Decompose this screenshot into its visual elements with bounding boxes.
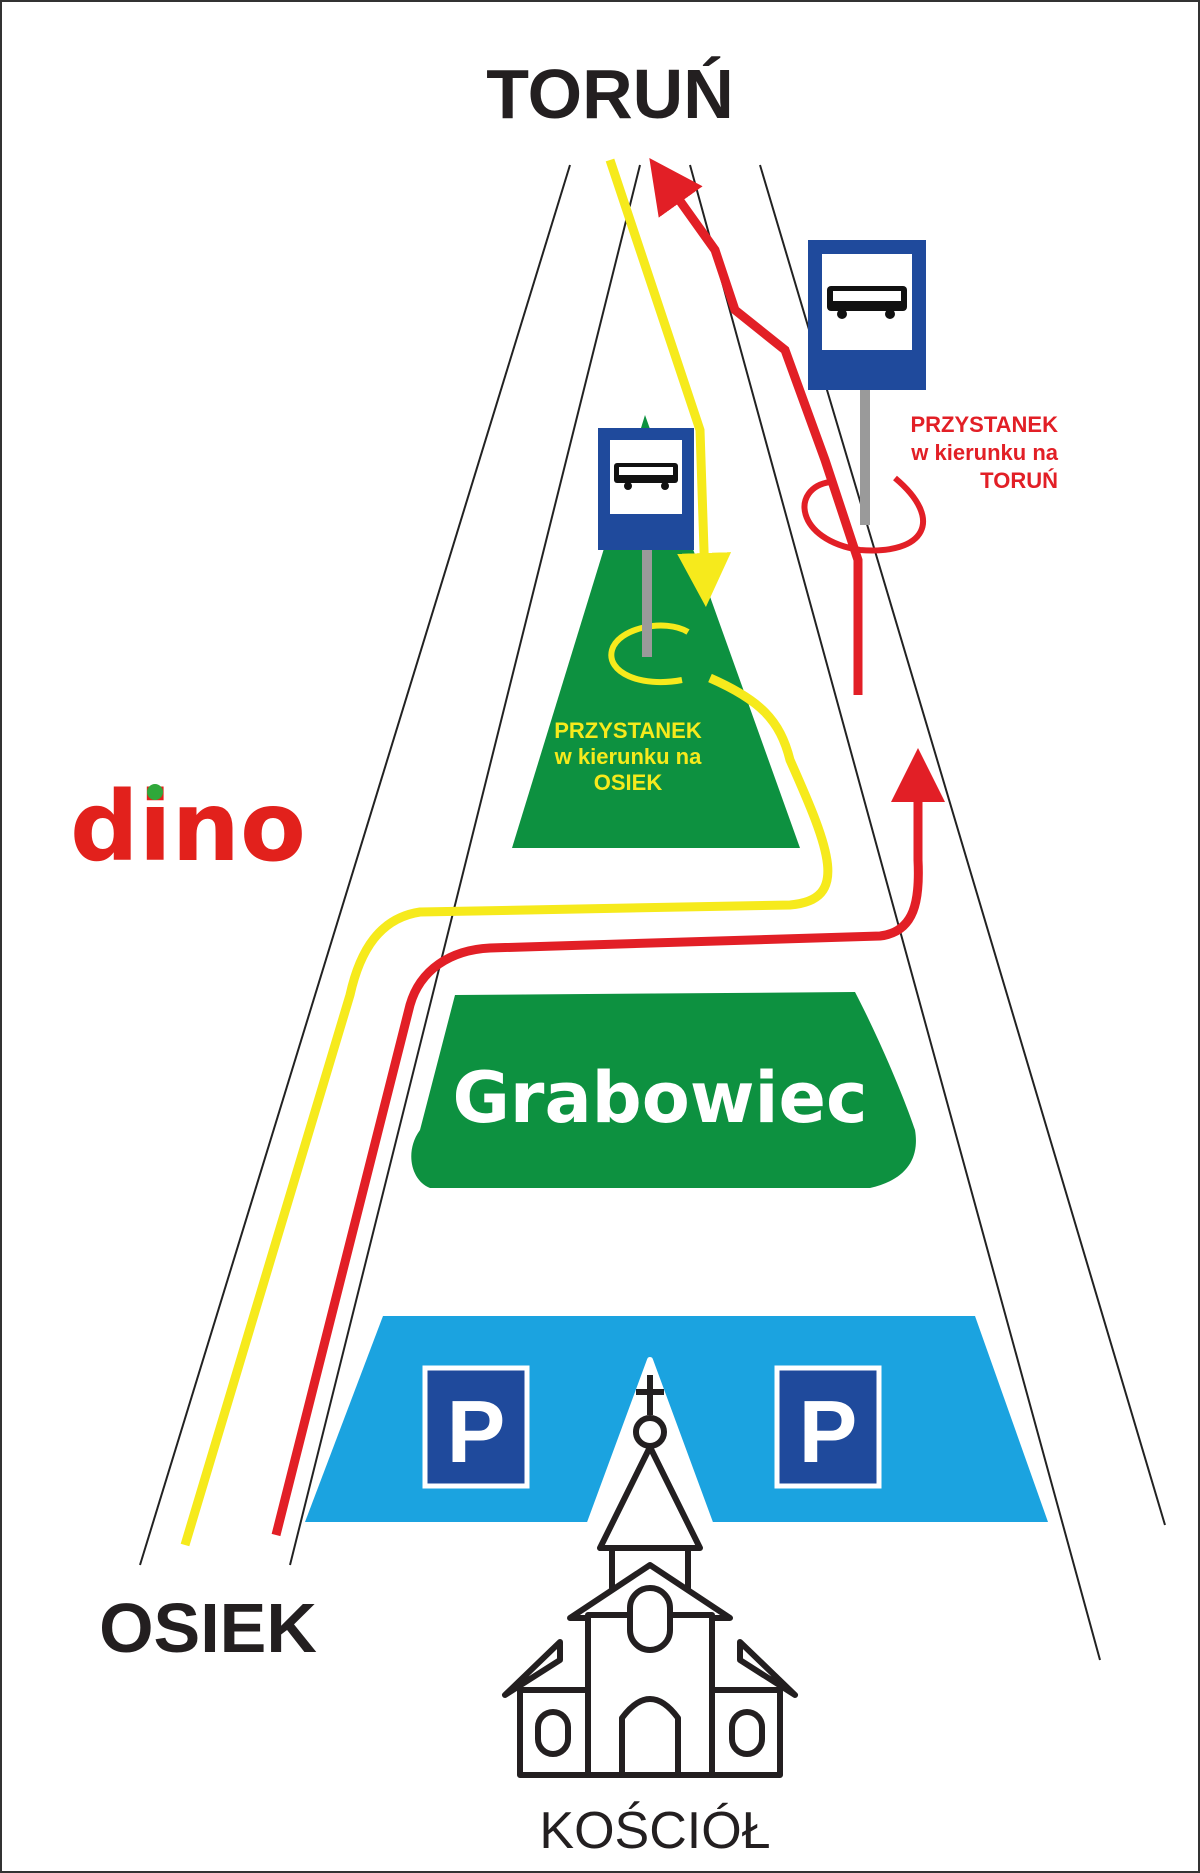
osiek-stop-line2: w kierunku na — [554, 744, 702, 769]
bus-icon-torun — [827, 286, 907, 319]
bus-stop-label-torun: PRZYSTANEK w kierunku na TORUŃ — [910, 412, 1058, 493]
road-edge-right-outer — [759, 164, 1166, 1526]
bus-icon-osiek — [614, 463, 678, 490]
place-name-kosciol: KOŚCIÓŁ — [539, 1801, 770, 1860]
village-name: Grabowiec — [452, 1057, 867, 1139]
torun-stop-line2: w kierunku na — [910, 440, 1058, 465]
dino-logo-text: dino — [70, 771, 306, 883]
church-icon — [502, 1357, 798, 1778]
parking-sign-right: P — [774, 1365, 882, 1489]
bus-stop-sign-osiek — [598, 428, 694, 657]
dino-logo: dino — [70, 771, 306, 883]
red-stop-circle — [801, 475, 926, 554]
road-edge-right-inner — [689, 164, 1101, 1661]
route-yellow-continue — [180, 673, 833, 1547]
route-red-upper — [649, 158, 863, 695]
osiek-stop-line1: PRZYSTANEK — [554, 718, 702, 743]
parking-sign-left: P — [422, 1365, 530, 1489]
road-edge-left-outer — [139, 164, 571, 1566]
bus-stop-island — [512, 415, 800, 848]
bus-stop-label-osiek: PRZYSTANEK w kierunku na OSIEK — [554, 718, 702, 795]
parking-symbol-right: P — [799, 1382, 858, 1481]
torun-stop-line1: PRZYSTANEK — [911, 412, 1059, 437]
torun-stop-line3: TORUŃ — [980, 468, 1058, 493]
bus-stop-sign-torun — [808, 240, 926, 525]
village-island — [411, 992, 916, 1188]
parking-symbol-left: P — [447, 1382, 506, 1481]
route-yellow — [605, 158, 732, 607]
route-red-lower — [271, 748, 945, 1537]
road-edge-left-inner — [289, 164, 641, 1566]
place-name-torun: TORUŃ — [486, 55, 734, 133]
dino-logo-dot — [147, 784, 163, 800]
osiek-stop-line3: OSIEK — [594, 770, 663, 795]
place-name-osiek: OSIEK — [99, 1589, 317, 1667]
yellow-stop-circle — [608, 622, 690, 686]
